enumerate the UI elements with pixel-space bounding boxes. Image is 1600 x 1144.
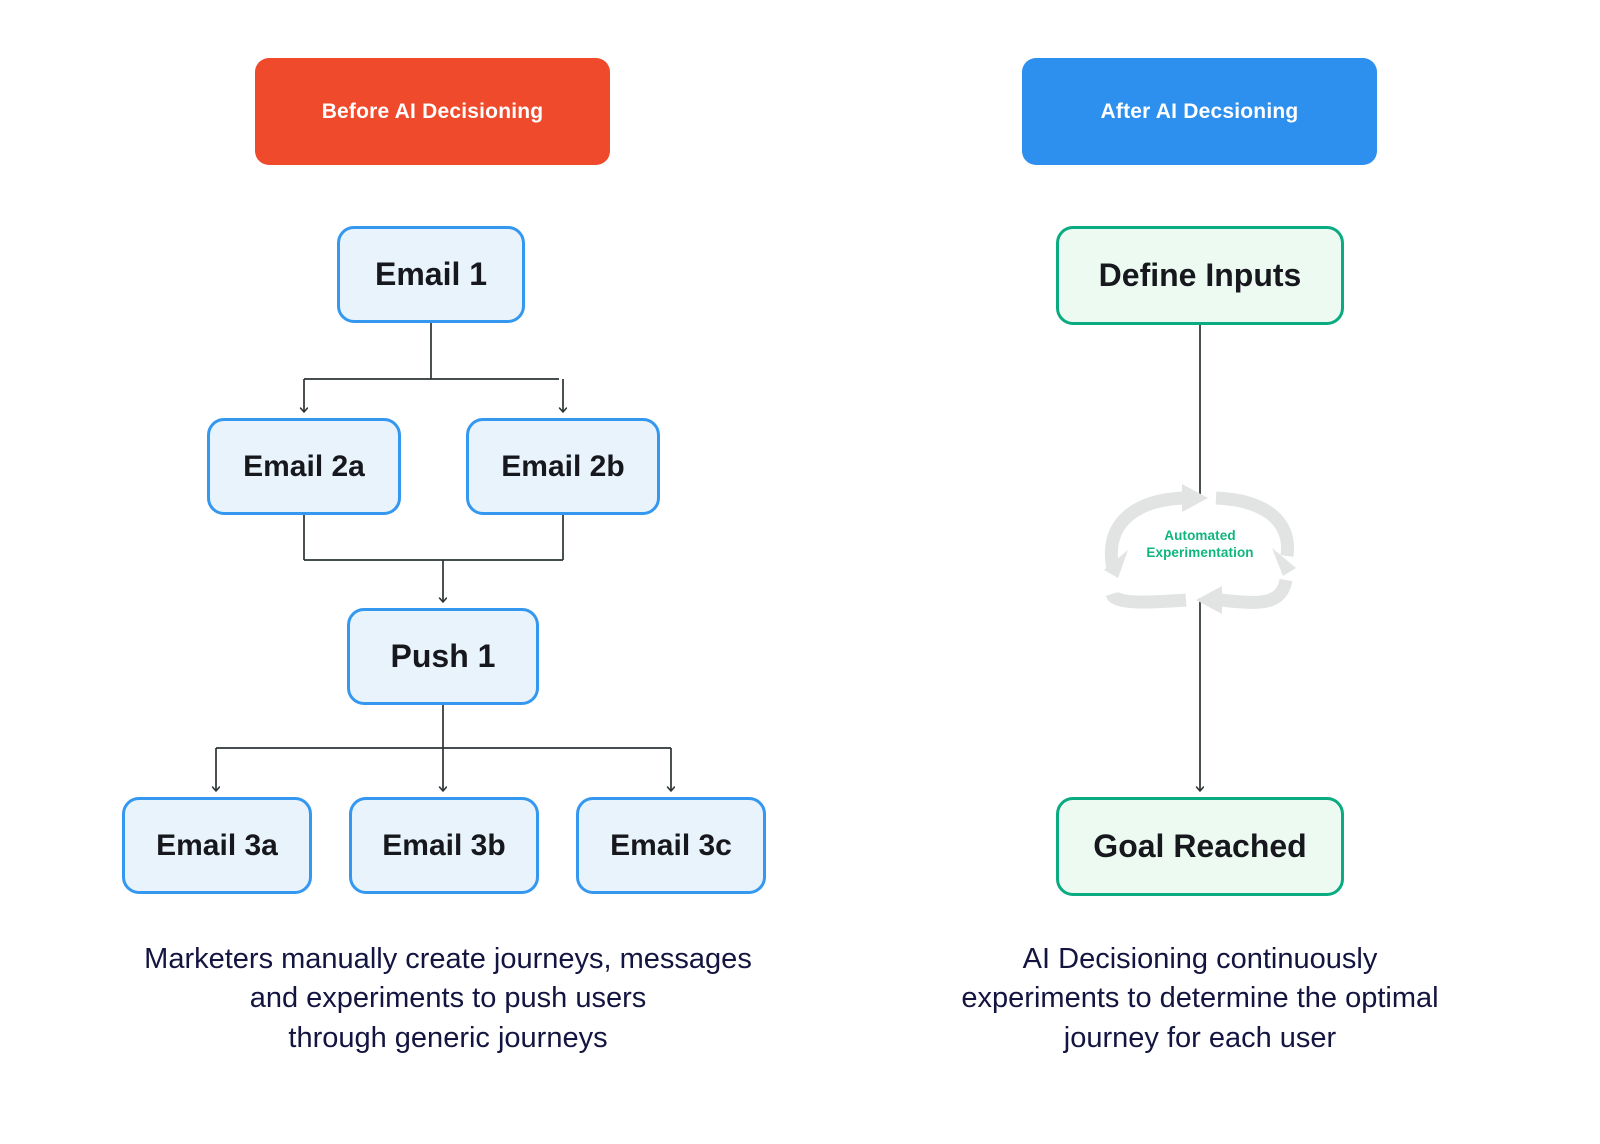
node-email-3c[interactable]: Email 3c <box>576 797 766 894</box>
loop-arc-top <box>1104 491 1187 571</box>
caption-left-line-2: and experiments to push users <box>249 982 647 1015</box>
caption-right-line-1: AI Decisioning continuously <box>1022 943 1378 975</box>
loop-arrowhead-top <box>1182 484 1208 512</box>
node-push-1[interactable]: Push 1 <box>347 608 539 705</box>
header-badge-before-label: Before AI Decisioning <box>321 99 544 123</box>
node-email-3c-label: Email 3c <box>610 829 732 862</box>
node-define-inputs[interactable]: Define Inputs <box>1056 226 1344 325</box>
node-email-3a[interactable]: Email 3a <box>122 797 312 894</box>
caption-left-line-1: Marketers manually create journeys, mess… <box>144 943 752 975</box>
node-email-2b[interactable]: Email 2b <box>466 418 660 515</box>
automated-experimentation-loop <box>1104 491 1295 609</box>
caption-right: AI Decisioning continuously experiments … <box>864 940 1536 1058</box>
loop-arc-right <box>1215 491 1295 557</box>
header-badge-after: After AI Decsioning <box>1022 58 1377 165</box>
node-push-1-label: Push 1 <box>390 637 496 674</box>
caption-right-line-3: journey for each user <box>1063 1021 1337 1054</box>
automated-experimentation-arrowheads <box>1104 484 1296 614</box>
node-email-1-label: Email 1 <box>374 255 488 292</box>
header-badge-before: Before AI Decisioning <box>255 58 610 165</box>
caption-right-line-2: experiments to determine the optimal <box>961 982 1439 1015</box>
automated-experimentation-label: Automated Experimentation <box>1104 528 1296 562</box>
node-email-2b-label: Email 2b <box>501 450 625 483</box>
loop-label-line-1: Automated <box>1164 528 1236 543</box>
loop-arrowhead-left <box>1104 550 1128 578</box>
node-email-3b[interactable]: Email 3b <box>349 797 539 894</box>
node-email-1[interactable]: Email 1 <box>337 226 525 323</box>
loop-arrowhead-bottom <box>1196 586 1222 614</box>
node-goal-reached-label: Goal Reached <box>1093 827 1307 864</box>
node-email-3a-label: Email 3a <box>156 829 278 862</box>
caption-left: Marketers manually create journeys, mess… <box>64 940 832 1058</box>
loop-arc-bottom <box>1218 578 1293 609</box>
loop-label-line-2: Experimentation <box>1146 544 1254 560</box>
loop-arrowhead-right <box>1272 548 1296 576</box>
left-flow-connectors <box>216 323 671 791</box>
node-define-inputs-label: Define Inputs <box>1098 256 1302 293</box>
loop-arc-left <box>1105 590 1187 609</box>
node-email-2a-label: Email 2a <box>243 450 365 483</box>
caption-left-line-3: through generic journeys <box>288 1021 608 1054</box>
node-email-2a[interactable]: Email 2a <box>207 418 401 515</box>
header-badge-after-label: After AI Decsioning <box>1100 99 1299 123</box>
node-goal-reached[interactable]: Goal Reached <box>1056 797 1344 896</box>
node-email-3b-label: Email 3b <box>382 829 506 862</box>
